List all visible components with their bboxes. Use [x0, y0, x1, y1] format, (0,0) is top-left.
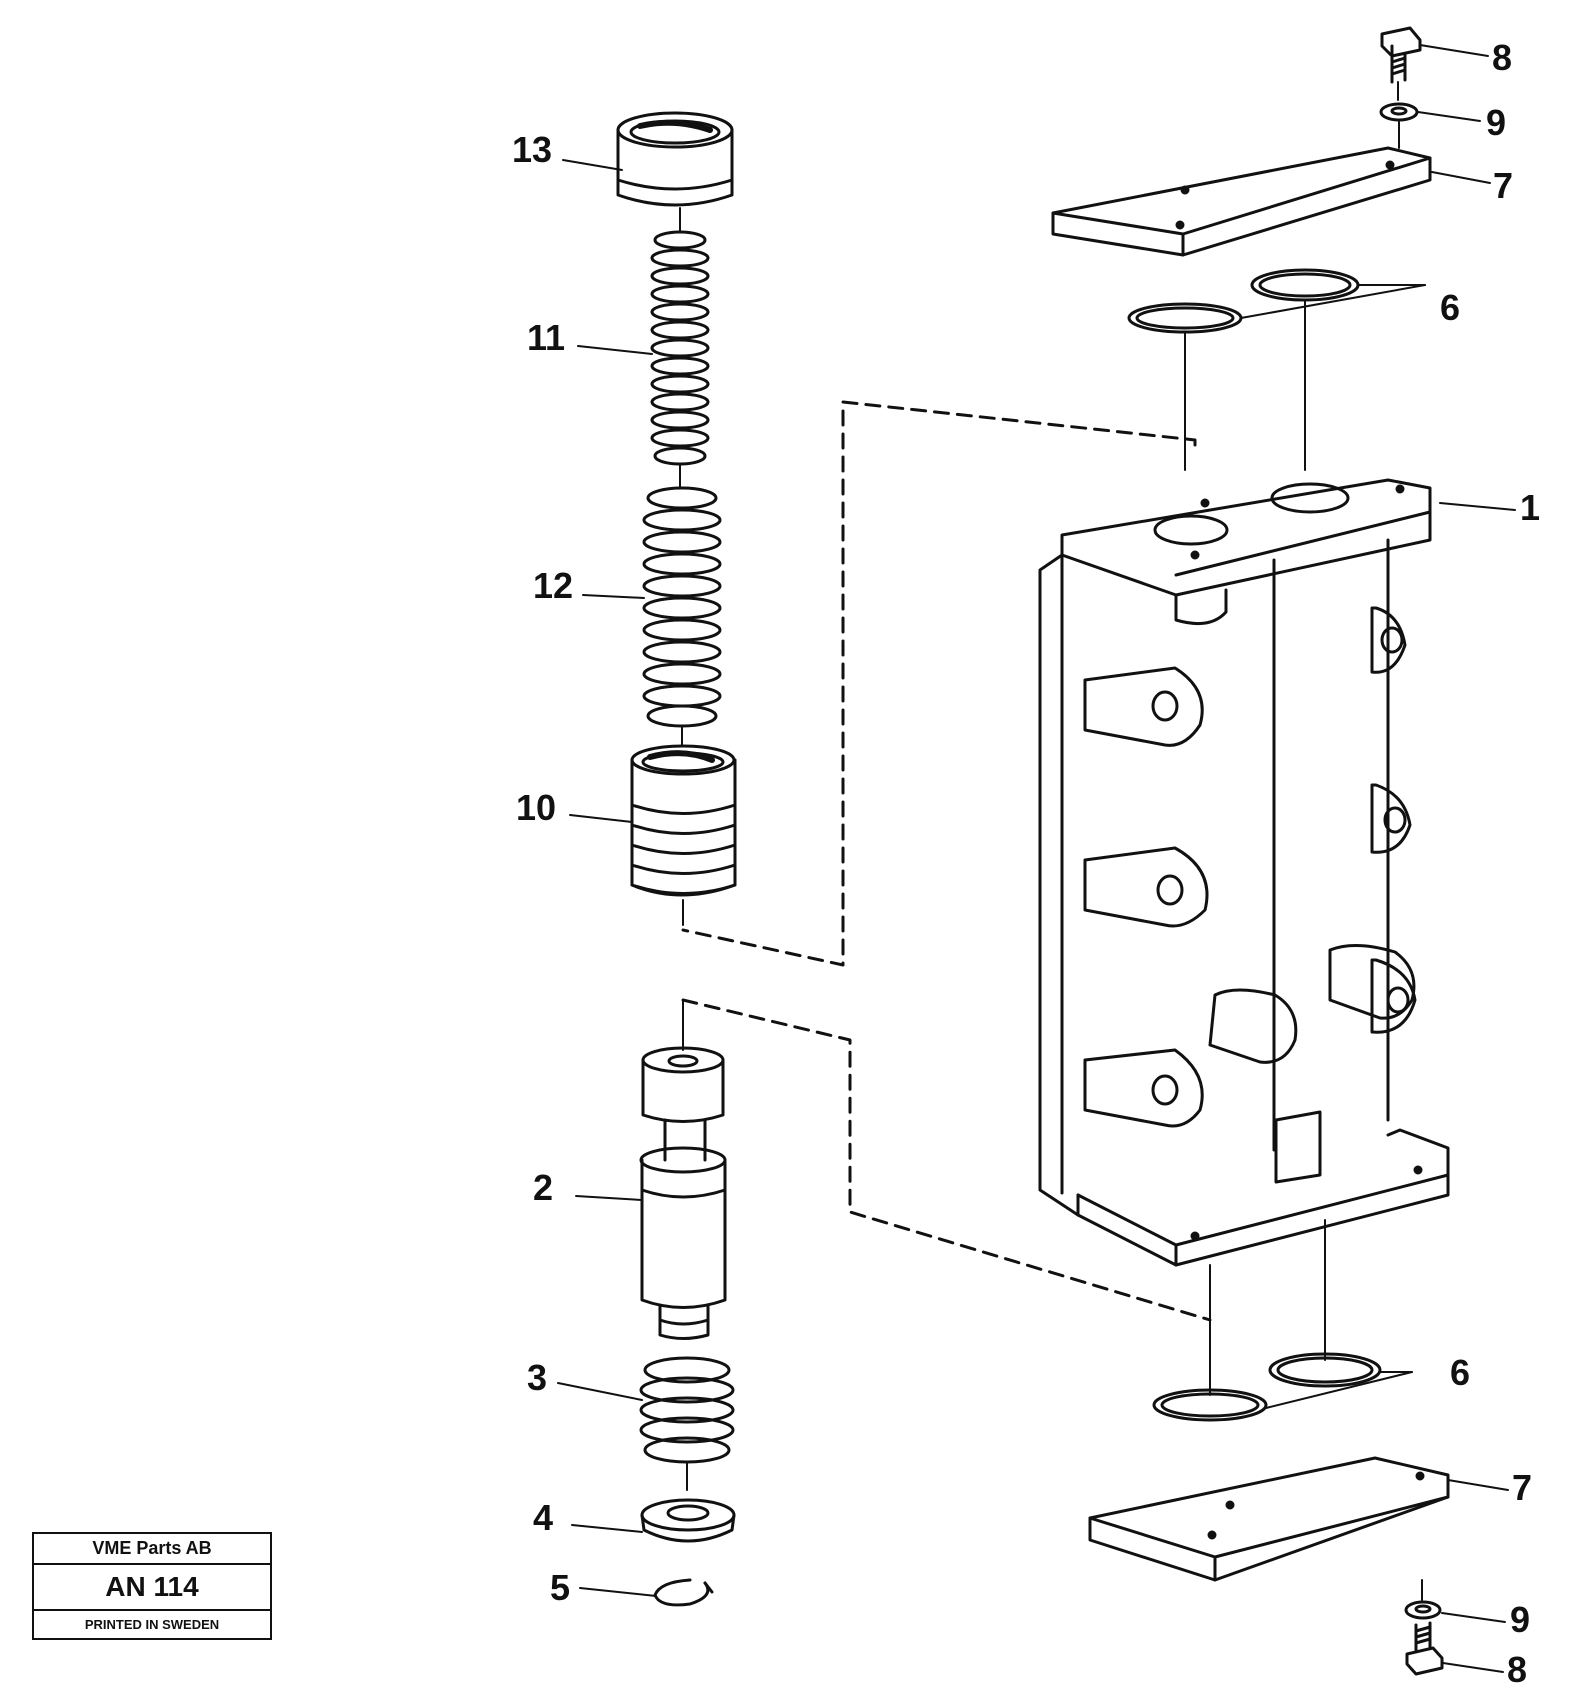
- circlip-part-5: [653, 1578, 714, 1607]
- callout-7-bottom: 7: [1512, 1467, 1532, 1508]
- washer-bottom-part-9: [1404, 1600, 1442, 1620]
- callout-1: 1: [1520, 487, 1540, 528]
- callout-9-top: 9: [1486, 102, 1506, 143]
- callout-2: 2: [533, 1167, 553, 1208]
- assembly-dashed-lines: [681, 400, 1212, 1322]
- o-rings-bottom-part-6: [1152, 1219, 1382, 1422]
- washer-top-part-9: [1379, 102, 1419, 149]
- callout-8-bottom: 8: [1507, 1649, 1527, 1684]
- callout-12: 12: [533, 565, 573, 606]
- cover-plate-top-part-7: [1051, 146, 1432, 257]
- cap-part-13: [616, 111, 734, 207]
- leader-lines: [557, 44, 1516, 1673]
- stamp-drawing-code: AN 114: [34, 1563, 270, 1609]
- spring-part-12: [642, 486, 722, 746]
- callout-6-bottom: 6: [1450, 1352, 1470, 1393]
- valve-housing-part-1: [1038, 478, 1450, 1267]
- bolt-top-part-8: [1380, 26, 1422, 101]
- spring-part-11: [650, 207, 710, 489]
- o-rings-top-part-6: [1127, 268, 1360, 471]
- spool-part-2: [639, 999, 727, 1340]
- callout-9-bottom: 9: [1510, 1599, 1530, 1640]
- callout-10: 10: [516, 787, 556, 828]
- stamp-company: VME Parts AB: [92, 1538, 212, 1558]
- sleeve-part-10: [630, 744, 737, 926]
- seat-part-4: [640, 1498, 736, 1543]
- callout-11: 11: [527, 317, 565, 358]
- callout-labels: 13 11 12 10 2 3 4 5 8 9 7 6 1 6 7 9 8: [512, 37, 1540, 1684]
- callout-5: 5: [550, 1567, 570, 1608]
- callout-7-top: 7: [1493, 165, 1513, 206]
- callout-6-top: 6: [1440, 287, 1460, 328]
- callout-4: 4: [533, 1497, 553, 1538]
- callout-8-top: 8: [1492, 37, 1512, 78]
- bolt-bottom-part-8: [1405, 1621, 1444, 1676]
- spring-part-3: [639, 1356, 735, 1491]
- callout-3: 3: [527, 1357, 547, 1398]
- stamp-printed-in: PRINTED IN SWEDEN: [34, 1609, 270, 1638]
- title-stamp: VME Parts AB AN 114 PRINTED IN SWEDEN: [32, 1532, 272, 1640]
- callout-13: 13: [512, 129, 552, 170]
- cover-plate-bottom-part-7: [1088, 1456, 1450, 1601]
